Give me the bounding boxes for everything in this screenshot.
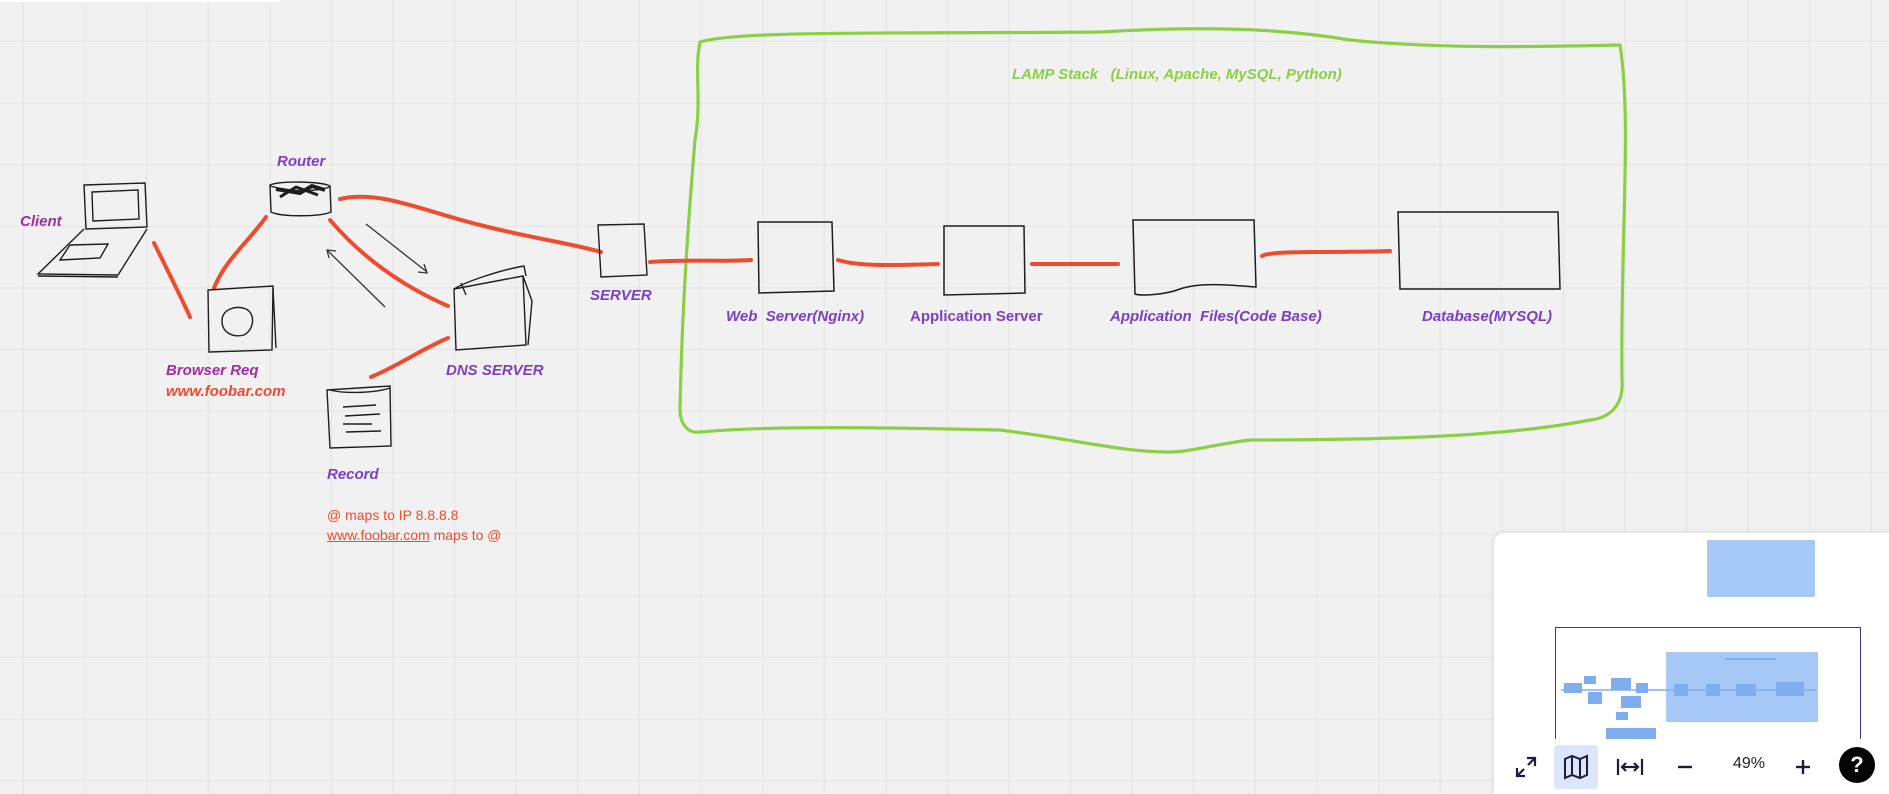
- dns-server-icon[interactable]: [453, 265, 533, 351]
- connector-webserver-appserver[interactable]: [836, 258, 940, 268]
- label-web-server[interactable]: Web Server(Nginx): [726, 308, 865, 325]
- label-application-files[interactable]: Application Files(Code Base): [1110, 308, 1322, 325]
- application-files-box[interactable]: [1132, 219, 1257, 296]
- zoom-level: 49%: [1732, 755, 1766, 772]
- connector-client-browser[interactable]: [152, 241, 192, 319]
- label-browser-req[interactable]: Browser Req: [166, 362, 259, 379]
- minimap-viewport-indicator[interactable]: [1707, 540, 1815, 597]
- fullscreen-button[interactable]: [1504, 745, 1548, 789]
- minimap-frame[interactable]: [1555, 627, 1861, 739]
- connector-router-dns[interactable]: [328, 218, 450, 308]
- record-note-link[interactable]: www.foobar.com: [327, 527, 430, 543]
- zoom-in-button[interactable]: [1781, 745, 1825, 789]
- minimap-preview: [1561, 652, 1818, 739]
- label-application-server[interactable]: Application Server: [910, 308, 1043, 325]
- connector-router-server[interactable]: [338, 194, 603, 254]
- record-document-icon[interactable]: [326, 385, 392, 449]
- server-box[interactable]: [597, 223, 648, 278]
- zoom-out-button[interactable]: [1663, 745, 1707, 789]
- dns-response-arrow: [326, 249, 386, 308]
- map-icon: [1564, 754, 1588, 780]
- zoom-out-icon: [1678, 765, 1692, 769]
- fit-width-button[interactable]: [1608, 745, 1652, 789]
- fullscreen-icon: [1515, 756, 1537, 778]
- connector-record-dns[interactable]: [369, 336, 450, 379]
- record-note-line1[interactable]: @ maps to IP 8.8.8.8: [327, 507, 459, 523]
- label-router[interactable]: Router: [277, 153, 326, 170]
- database-box[interactable]: [1397, 211, 1561, 290]
- lamp-stack-outline[interactable]: [678, 27, 1627, 454]
- label-record[interactable]: Record: [327, 466, 379, 483]
- top-panel-edge: [0, 0, 280, 2]
- zoom-in-icon: [1796, 760, 1810, 774]
- laptop-icon[interactable]: [36, 182, 148, 278]
- label-lamp-stack[interactable]: LAMP Stack (Linux, Apache, MySQL, Python…: [1012, 66, 1342, 83]
- fit-width-icon: [1616, 759, 1644, 775]
- browser-icon[interactable]: [207, 285, 277, 353]
- record-note-line2[interactable]: www.foobar.com maps to @: [327, 527, 502, 543]
- help-button[interactable]: ?: [1839, 747, 1875, 783]
- connector-appfiles-database[interactable]: [1260, 249, 1392, 258]
- application-server-box[interactable]: [943, 225, 1026, 296]
- label-database[interactable]: Database(MYSQL): [1422, 308, 1553, 325]
- label-dns-server[interactable]: DNS SERVER: [446, 362, 544, 379]
- web-server-box[interactable]: [757, 221, 835, 294]
- label-browser-url[interactable]: www.foobar.com: [166, 383, 286, 400]
- label-client[interactable]: Client: [20, 213, 62, 230]
- label-server[interactable]: SERVER: [590, 287, 652, 304]
- minimap-panel[interactable]: 49% ?: [1494, 533, 1889, 794]
- dns-request-arrow: [365, 223, 428, 274]
- router-icon[interactable]: [269, 181, 332, 217]
- connector-browser-router[interactable]: [212, 215, 268, 290]
- connector-server-webserver[interactable]: [648, 258, 753, 264]
- minimap-toggle-button[interactable]: [1554, 745, 1598, 789]
- record-note-text: maps to @: [429, 527, 502, 543]
